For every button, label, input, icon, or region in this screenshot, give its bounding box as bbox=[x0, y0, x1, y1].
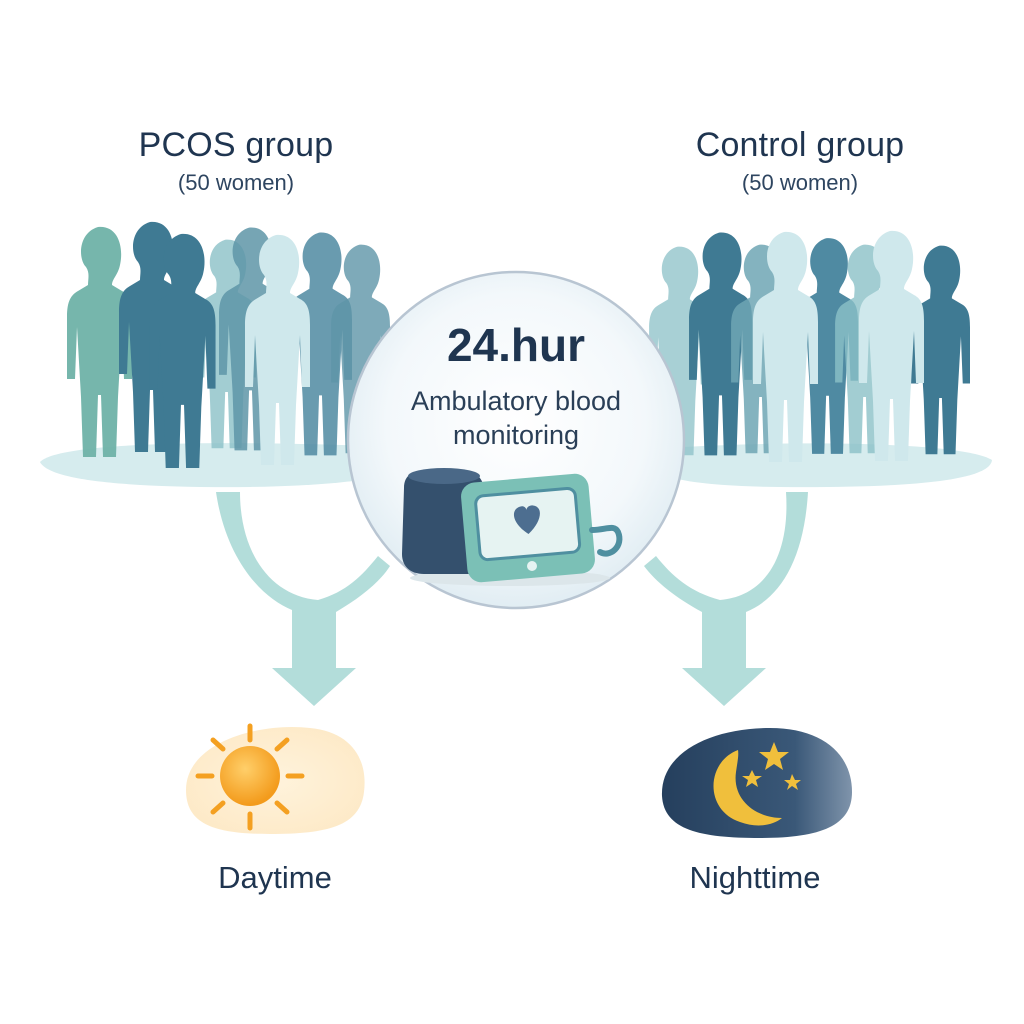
control-group-title: Control group bbox=[695, 126, 905, 164]
daytime-label: Daytime bbox=[218, 860, 332, 895]
blood-pressure-monitor-icon bbox=[402, 468, 623, 586]
monitoring-duration: 24.hur bbox=[446, 319, 586, 371]
monitoring-title-line1: Ambulatory blood bbox=[410, 386, 622, 416]
control-group-crowd bbox=[649, 230, 970, 462]
pcos-group-count: (50 women) bbox=[177, 170, 295, 195]
pcos-group-crowd bbox=[67, 221, 390, 468]
monitoring-title-line2: monitoring bbox=[452, 420, 580, 450]
nighttime-label: Nighttime bbox=[689, 860, 821, 895]
control-group-count: (50 women) bbox=[741, 170, 859, 195]
nighttime-moon-icon bbox=[661, 728, 852, 838]
left-flow-arrow bbox=[216, 492, 390, 706]
right-flow-arrow bbox=[644, 492, 808, 706]
pcos-group-title: PCOS group bbox=[138, 126, 334, 164]
daytime-sun-icon bbox=[186, 723, 365, 834]
